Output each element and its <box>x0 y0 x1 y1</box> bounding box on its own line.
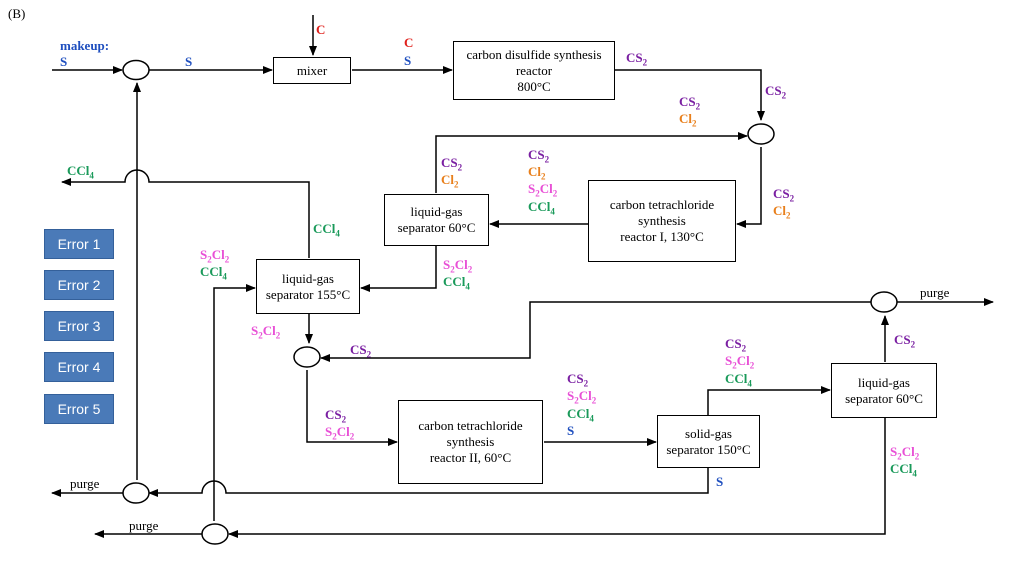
ccl4-reactor-1-line2: synthesis <box>638 213 686 228</box>
reactor1-out-cl2-label: Cl2 <box>528 164 546 182</box>
cs2-reactor-line2: reactor <box>515 62 553 78</box>
ccl4-reactor-2-line3: reactor II, 60°C <box>429 450 512 465</box>
separator-60-right-line2: separator 60°C <box>845 390 923 406</box>
panel-label: (B) <box>8 6 26 21</box>
reactor1-in-cl2-label: Cl2 <box>773 203 791 221</box>
purge-bottom-label: purge <box>129 518 159 533</box>
reactor1-out-ccl4-label: CCl4 <box>528 199 555 217</box>
reactor2-in-cs2-label: CS2 <box>325 407 347 425</box>
junction-node-middle <box>293 346 321 368</box>
purge-left-label: purge <box>70 476 100 491</box>
reactor2-out-cs2-label: CS2 <box>567 371 589 389</box>
sep60-top-cl2-label: Cl2 <box>441 172 459 190</box>
error-1-button[interactable]: Error 1 <box>44 229 114 259</box>
error-3-button[interactable]: Error 3 <box>44 311 114 341</box>
s-to-mixer-label: S <box>185 54 193 69</box>
cs2-recycle-middle-label: CS2 <box>350 342 372 360</box>
sep60-right-cs2-label: CS2 <box>894 332 916 350</box>
separator-155-block: liquid-gas separator 155°C <box>256 259 360 314</box>
purge-top-label: purge <box>920 285 950 300</box>
mixer-out-s-label: S <box>404 53 412 68</box>
sep60-bottom-ccl4-label: CCl4 <box>443 274 470 292</box>
reactor2-out-s2cl2-label: S2Cl2 <box>567 388 597 406</box>
reactor2-out-s-label: S <box>567 423 575 438</box>
sep155-ccl4-label: CCl4 <box>313 221 340 239</box>
reactor1-out-cs2-label: CS2 <box>528 147 550 165</box>
mixer-label: mixer <box>296 62 328 78</box>
solid-gas-separator-block: solid-gas separator 150°C <box>657 415 760 468</box>
reactor1-out-s2cl2-label: S2Cl2 <box>528 181 558 199</box>
junction-node-purge-top <box>870 291 898 313</box>
solidgas-s-label: S <box>716 474 724 489</box>
separator-60-top-block: liquid-gas separator 60°C <box>384 194 489 246</box>
junction-node-top-right <box>747 123 775 145</box>
cs2-down-label: CS2 <box>765 83 787 101</box>
sep60-right-s2cl2-label: S2Cl2 <box>890 444 920 462</box>
separator-155-line1: liquid-gas <box>282 270 334 286</box>
ccl4-product-label: CCl4 <box>67 163 94 181</box>
reactor2-out-ccl4-label: CCl4 <box>567 406 594 424</box>
ccl4-reactor-1-line1: carbon tetrachloride <box>609 197 715 212</box>
recycle-cl2-label: Cl2 <box>679 111 697 129</box>
ccl4-reactor-2-block: carbon tetrachloride synthesis reactor I… <box>398 400 543 484</box>
sep60-bottom-s2cl2-label: S2Cl2 <box>443 257 473 275</box>
mixer-out-c-label: C <box>404 35 414 50</box>
cs2-reactor-block: carbon disulfide synthesis reactor 800°C <box>453 41 615 100</box>
solidgas-out-ccl4-label: CCl4 <box>725 371 752 389</box>
ccl4-reactor-1-line3: reactor I, 130°C <box>620 229 704 244</box>
carbon-input-label: C <box>316 22 326 37</box>
junction-node-top-left <box>122 59 150 81</box>
reactor2-in-s2cl2-label: S2Cl2 <box>325 424 355 442</box>
ccl4-reactor-1-block: carbon tetrachloride synthesis reactor I… <box>588 180 736 262</box>
error-4-button[interactable]: Error 4 <box>44 352 114 382</box>
separator-60-right-line1: liquid-gas <box>858 374 910 390</box>
sep60-right-ccl4-label: CCl4 <box>890 461 917 479</box>
separator-60-top-line1: liquid-gas <box>410 204 463 219</box>
cs2-reactor-out-label: CS2 <box>626 50 648 68</box>
solid-gas-separator-line1: solid-gas <box>685 425 732 441</box>
recycle-ccl4-label: CCl4 <box>200 264 227 282</box>
error-2-button[interactable]: Error 2 <box>44 270 114 300</box>
junction-node-bottom-left <box>122 482 150 504</box>
junction-node-bottom <box>201 523 229 545</box>
makeup-s-label: S <box>60 54 68 69</box>
makeup-title: makeup: <box>60 38 110 53</box>
solidgas-out-s2cl2-label: S2Cl2 <box>725 353 755 371</box>
recycle-s2cl2-label: S2Cl2 <box>200 247 230 265</box>
ccl4-reactor-2-line1: carbon tetrachloride <box>418 418 523 433</box>
sep155-s2cl2-label: S2Cl2 <box>251 323 281 341</box>
separator-155-line2: separator 155°C <box>265 286 351 302</box>
solidgas-out-cs2-label: CS2 <box>725 336 747 354</box>
reactor1-in-cs2-label: CS2 <box>773 186 795 204</box>
cs2-reactor-line3: 800°C <box>517 78 551 94</box>
cs2-reactor-line1: carbon disulfide synthesis <box>466 46 602 62</box>
mixer-block: mixer <box>273 57 351 84</box>
recycle-cs2-label: CS2 <box>679 94 701 112</box>
sep60-top-cs2-label: CS2 <box>441 155 463 173</box>
solid-gas-separator-line2: separator 150°C <box>666 441 751 457</box>
separator-60-right-block: liquid-gas separator 60°C <box>831 363 937 418</box>
separator-60-top-line2: separator 60°C <box>397 220 476 235</box>
ccl4-reactor-2-line2: synthesis <box>446 434 495 449</box>
error-5-button[interactable]: Error 5 <box>44 394 114 424</box>
